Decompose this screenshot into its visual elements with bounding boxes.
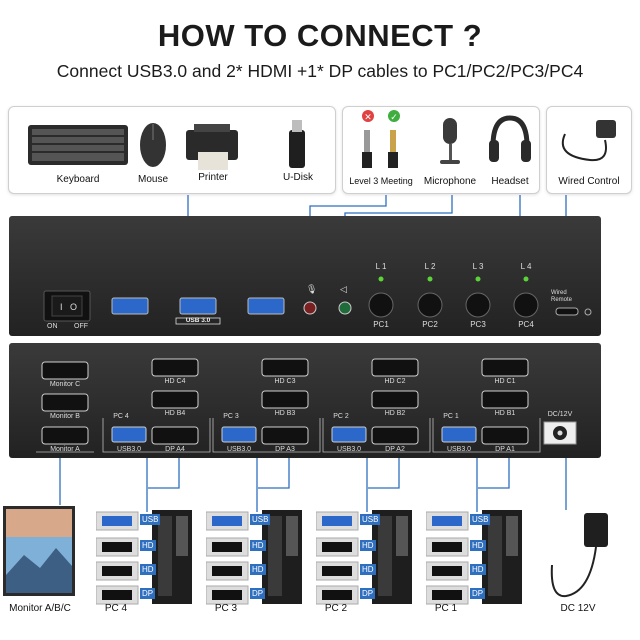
monitor-bottom-label: Monitor A/B/C — [9, 603, 71, 614]
power-on-label: ON — [47, 323, 58, 330]
printer-label: Printer — [198, 172, 228, 183]
dc-power-jack — [543, 421, 577, 445]
group-usb-label: USB3.0 — [116, 446, 142, 453]
group-hd-mid-label: HD B1 — [494, 410, 516, 417]
monitor-a-label: Monitor A — [50, 446, 80, 453]
page-title: HOW TO CONNECT ? — [157, 18, 483, 53]
pc-tower — [315, 508, 416, 608]
group-pc-label: PC 4 — [113, 413, 129, 420]
level3-meeting-label: Level 3 Meeting — [349, 176, 413, 186]
led-indicators — [378, 276, 529, 282]
wired-control-panel — [546, 106, 632, 194]
group-hd-top-label: HD C2 — [384, 378, 406, 385]
channel-label-l2: L 2 — [424, 262, 436, 271]
mouse-label: Mouse — [137, 174, 168, 185]
kvm-front-panel — [9, 216, 601, 336]
dc-adapter-icon — [550, 513, 608, 598]
monitor-b-label: Monitor B — [50, 413, 80, 420]
audio-jacks: 🎙 ◁ — [303, 284, 352, 315]
u-disk-icon — [289, 120, 305, 168]
pc3-button-label: PC3 — [470, 320, 486, 329]
pc-bottom-label: PC 1 — [434, 603, 458, 614]
channel-label-l1: L 1 — [375, 262, 387, 271]
pc-port-tag-dp: DP — [360, 588, 376, 599]
keyboard-label: Keyboard — [56, 174, 100, 185]
pc-port-tag-hd: HD — [360, 540, 376, 551]
pc-port-tag-hd: HD — [470, 564, 486, 575]
pc-port-tag-hd: HD — [470, 540, 486, 551]
svg-text:I: I — [60, 302, 63, 312]
audio-plug-icon: ✕ ✓ — [362, 110, 400, 168]
group-dp-label: DP A1 — [495, 446, 515, 453]
pc-port-tag-dp: DP — [250, 588, 266, 599]
front-usb-label: USB 3.0 — [185, 317, 211, 324]
pc-tower — [95, 508, 196, 608]
pc-tower — [205, 508, 306, 608]
microphone-label: Microphone — [423, 176, 477, 187]
pc-select-buttons[interactable] — [368, 292, 539, 318]
group-hd-mid-label: HD B3 — [274, 410, 296, 417]
svg-text:◁: ◁ — [340, 284, 347, 294]
channel-label-l3: L 3 — [472, 262, 484, 271]
dc-bottom-label: DC 12V — [560, 603, 596, 614]
group-usb-label: USB3.0 — [226, 446, 252, 453]
pc-port-tag-dp: DP — [470, 588, 486, 599]
pc-port-tag-hd: HD — [250, 564, 266, 575]
pc-tower — [425, 508, 526, 608]
page-subtitle: Connect USB3.0 and 2* HDMI +1* DP cables… — [56, 61, 584, 81]
u-disk-label: U-Disk — [283, 172, 313, 183]
svg-text:✕: ✕ — [364, 112, 372, 122]
power-off-label: OFF — [74, 323, 88, 330]
pc-port-tag-hd: HD — [140, 540, 156, 551]
pc-bottom-label: PC 3 — [214, 603, 238, 614]
group-usb-label: USB3.0 — [336, 446, 362, 453]
group-hd-top-label: HD C1 — [494, 378, 516, 385]
dc-back-label: DC/12V — [547, 411, 573, 418]
pc-port-tag-hd: HD — [140, 564, 156, 575]
group-pc-label: PC 1 — [443, 413, 459, 420]
pc-port-tag-usb: USB — [470, 514, 491, 525]
svg-text:O: O — [70, 302, 77, 312]
group-hd-top-label: HD C3 — [274, 378, 296, 385]
pc-port-tag-hd: HD — [360, 564, 376, 575]
pc4-button-label: PC4 — [518, 320, 534, 329]
headset-label: Headset — [491, 176, 529, 187]
svg-text:🎙: 🎙 — [306, 284, 317, 294]
headset-icon — [489, 115, 531, 162]
pc-port-tag-usb: USB — [360, 514, 381, 525]
group-pc-label: PC 2 — [333, 413, 349, 420]
printer-icon — [186, 124, 238, 170]
microphone-icon — [440, 118, 460, 164]
pc-port-tag-dp: DP — [140, 588, 156, 599]
pc-port-tag-usb: USB — [140, 514, 161, 525]
group-pc-label: PC 3 — [223, 413, 239, 420]
group-hd-mid-label: HD B2 — [384, 410, 406, 417]
monitor-c-label: Monitor C — [49, 381, 81, 388]
peripheral-icons: ✕ ✓ — [28, 110, 616, 170]
group-dp-label: DP A2 — [385, 446, 405, 453]
wired-remote-port — [555, 307, 592, 316]
svg-text:✓: ✓ — [390, 112, 398, 122]
group-hd-mid-label: HD B4 — [164, 410, 186, 417]
monitor-icon — [3, 506, 75, 596]
pc-port-tag-hd: HD — [250, 540, 266, 551]
pc1-button-label: PC1 — [373, 320, 389, 329]
group-usb-label: USB3.0 — [446, 446, 472, 453]
pc-bottom-label: PC 2 — [324, 603, 348, 614]
pc-port-tag-usb: USB — [250, 514, 271, 525]
pc-bottom-label: PC 4 — [104, 603, 128, 614]
group-dp-label: DP A3 — [275, 446, 295, 453]
keyboard-icon — [28, 125, 128, 165]
group-dp-label: DP A4 — [165, 446, 185, 453]
front-usb-ports — [111, 297, 285, 325]
group-hd-top-label: HD C4 — [164, 378, 186, 385]
pc2-button-label: PC2 — [422, 320, 438, 329]
wired-control-icon — [561, 120, 616, 162]
channel-label-l4: L 4 — [520, 262, 532, 271]
mouse-icon — [140, 123, 166, 167]
power-switch[interactable]: I O — [43, 290, 91, 322]
wired-remote-label: Wired Remote — [551, 290, 573, 303]
wired-control-label: Wired Control — [558, 176, 620, 187]
